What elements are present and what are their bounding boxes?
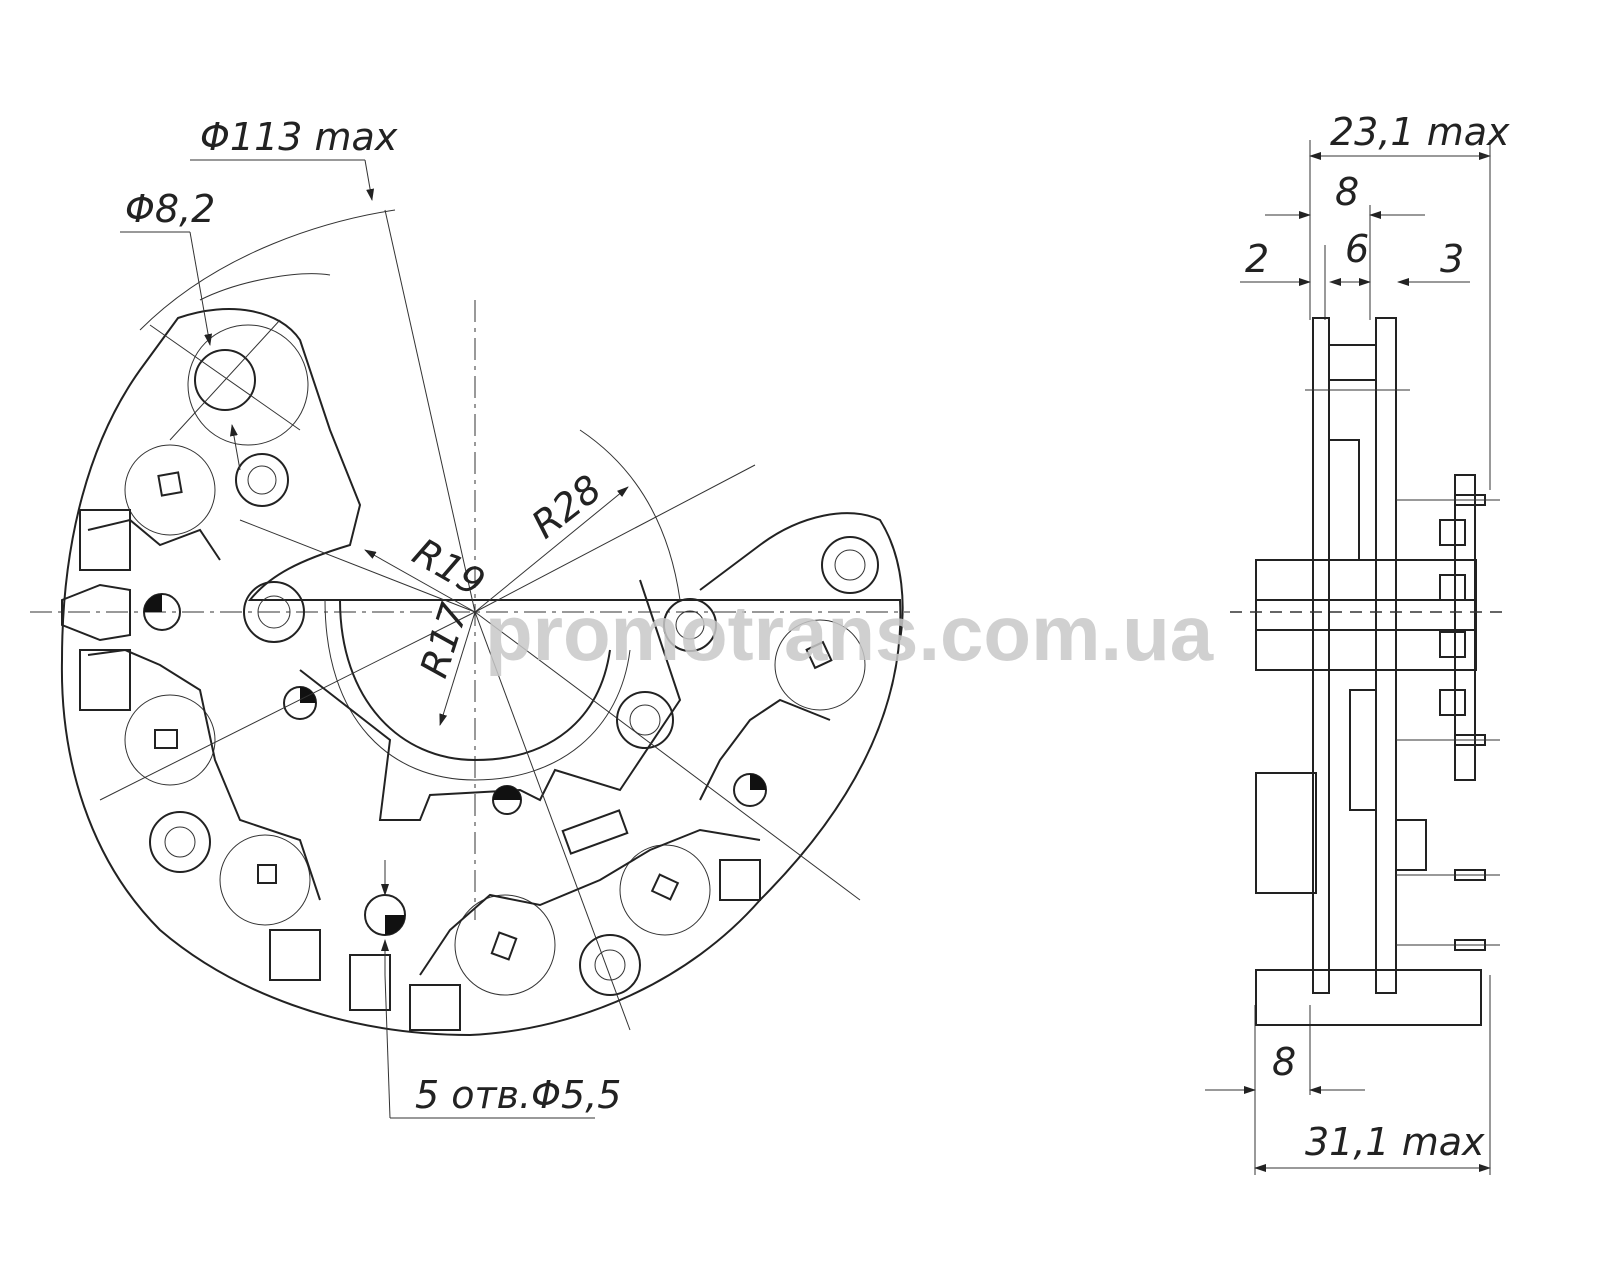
- dim-hole-diameter: Φ8,2: [120, 187, 241, 471]
- construction-lines: [99, 209, 861, 1031]
- width-top-label: 23,1 max: [1330, 110, 1510, 154]
- plate-boss: [1328, 439, 1360, 561]
- dim-2-6-3: 2 6 3: [1240, 227, 1470, 286]
- outer-contour: [60, 308, 902, 1037]
- plate-step: [1328, 344, 1377, 381]
- outer-diameter-arc: [139, 209, 396, 331]
- dim-6-label: 6: [1345, 227, 1369, 271]
- hole-diameter-label: Φ8,2: [125, 187, 215, 231]
- watermark: promotrans.com.ua: [485, 589, 1214, 677]
- tab-outline: [187, 324, 309, 446]
- dim-8-top: 8: [1265, 170, 1425, 219]
- plate-left: [1312, 317, 1330, 994]
- right-lobe: [699, 512, 904, 641]
- diode-markers: [143, 593, 767, 936]
- width-bottom-label: 31,1 max: [1305, 1120, 1485, 1164]
- terminal-clips: [61, 509, 831, 1031]
- radius-17-label: R17: [412, 598, 477, 683]
- dim-3-label: 3: [1440, 237, 1464, 281]
- base-plate: [1255, 969, 1482, 1026]
- lower-block: [1255, 772, 1317, 894]
- dim-radius-17: R17: [412, 598, 477, 726]
- dim-8-bottom-label: 8: [1272, 1040, 1296, 1084]
- tab-axis-a: [149, 324, 301, 431]
- outer-diameter-label: Φ113 max: [200, 115, 398, 159]
- inner-bore: [339, 599, 611, 762]
- dim-outer-diameter: Φ113 max: [190, 115, 398, 201]
- tab-hole-8-2: [194, 349, 256, 411]
- inner-flange: [299, 579, 682, 821]
- dim-mounting-holes: 5 отв.Φ5,5: [381, 860, 621, 1119]
- mounting-holes-label: 5 отв.Φ5,5: [415, 1073, 621, 1117]
- dim-8-bottom: 8: [1205, 1040, 1365, 1094]
- radius-19-label: R19: [406, 530, 493, 605]
- hub-body: [1255, 559, 1477, 671]
- tab-axis-b: [169, 319, 281, 441]
- diode-cups: [124, 444, 866, 996]
- lobe-hole-inner: [834, 549, 866, 581]
- dim-2-label: 2: [1245, 237, 1269, 281]
- lobe-hole: [821, 536, 879, 594]
- plate-right: [1375, 317, 1397, 994]
- dim-width-bottom: 31,1 max: [1254, 1120, 1491, 1172]
- pins: [1396, 494, 1500, 951]
- terminal-strip: [1454, 474, 1476, 781]
- dim-width-top: 23,1 max: [1309, 110, 1510, 160]
- mount-holes: [149, 453, 717, 996]
- radius-28-label: R28: [523, 466, 609, 547]
- inner-bore-2: [324, 599, 631, 781]
- side-view: 23,1 max 8 2 6 3 8 31,1 max: [1205, 110, 1510, 1175]
- dim-8-top-label: 8: [1335, 170, 1359, 214]
